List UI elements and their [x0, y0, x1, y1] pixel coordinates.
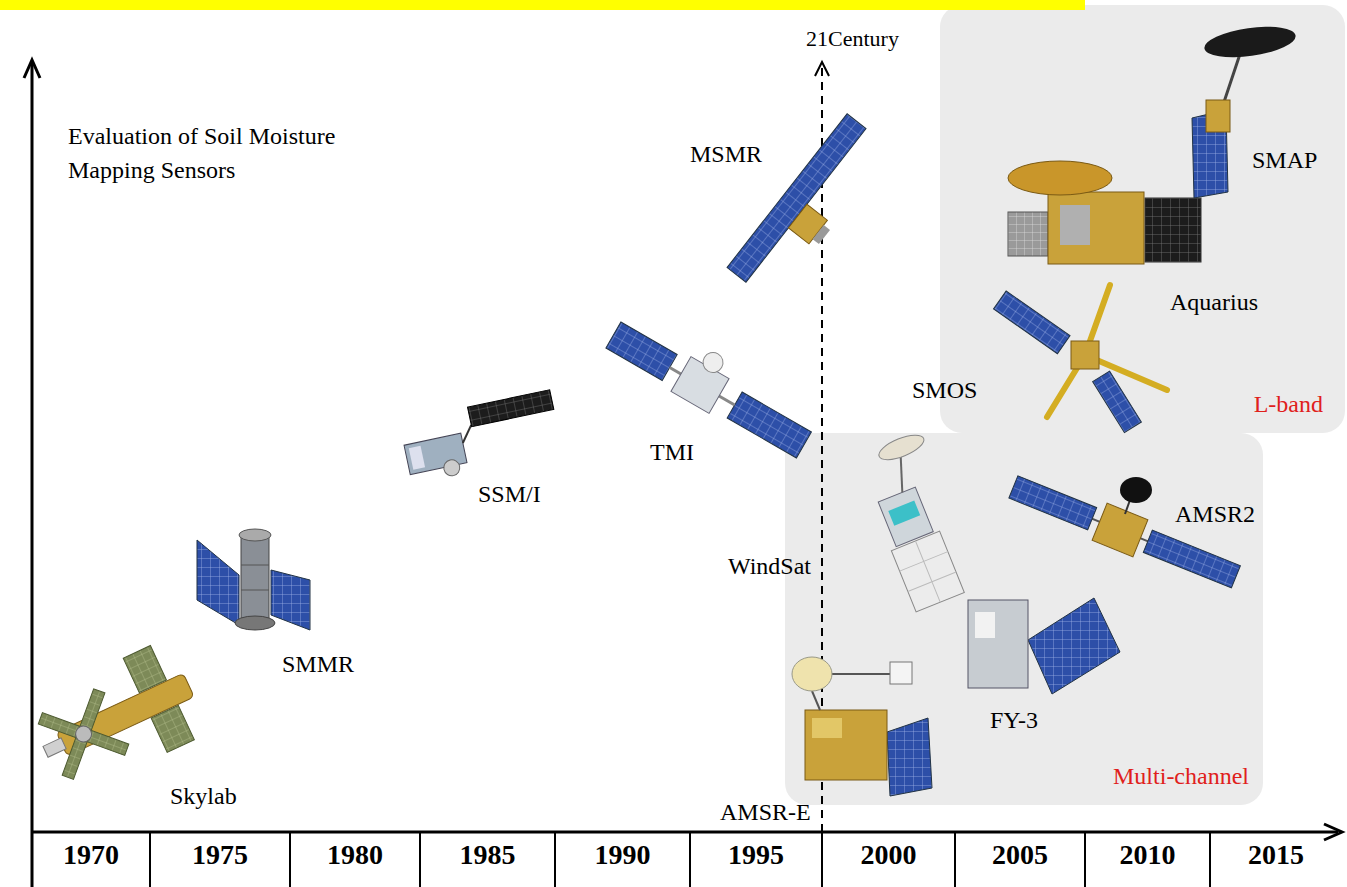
- year-cell: 2010: [1085, 838, 1210, 872]
- year-cell: 2015: [1210, 838, 1342, 872]
- tmi-satellite: [603, 304, 822, 462]
- highlight-bar: [0, 0, 1085, 10]
- satellite-name: SSM/I: [478, 480, 541, 509]
- group-panel: L-band: [940, 5, 1345, 433]
- year-cell: 2005: [955, 838, 1085, 872]
- satellite-name: Skylab: [170, 782, 237, 811]
- group-panel: Multi-channel: [785, 433, 1263, 805]
- year-cell: 1980: [290, 838, 420, 872]
- chart-title: Evaluation of Soil Moisture Mapping Sens…: [68, 120, 398, 187]
- satellite-name: SMAP: [1252, 146, 1317, 175]
- panel-ground: [785, 433, 1263, 805]
- group-label: L-band: [1254, 390, 1323, 419]
- year-cell: 1975: [150, 838, 290, 872]
- group-label: Multi-channel: [1113, 762, 1249, 791]
- satellite-name: SMOS: [912, 376, 977, 405]
- satellite-name: AMSR2: [1175, 500, 1255, 529]
- panel-ground: [940, 5, 1345, 433]
- year-cell: 1995: [690, 838, 822, 872]
- satellite-name: AMSR-E: [720, 798, 811, 827]
- satellite-name: MSMR: [690, 140, 762, 169]
- skylab-satellite: [24, 638, 211, 799]
- satellite-name: TMI: [650, 438, 694, 467]
- satellite-name: SMMR: [282, 650, 354, 679]
- satellite-name: WindSat: [728, 552, 811, 581]
- satellite-name: Aquarius: [1170, 288, 1258, 317]
- year-cell: 1970: [32, 838, 150, 872]
- smmr-satellite: [197, 529, 310, 630]
- century-label: 21Century: [806, 26, 899, 52]
- satellite-name: FY-3: [990, 706, 1038, 735]
- year-cell: 2000: [822, 838, 955, 872]
- ssmi-satellite: [399, 390, 563, 485]
- year-cell: 1990: [555, 838, 690, 872]
- year-cell: 1985: [420, 838, 555, 872]
